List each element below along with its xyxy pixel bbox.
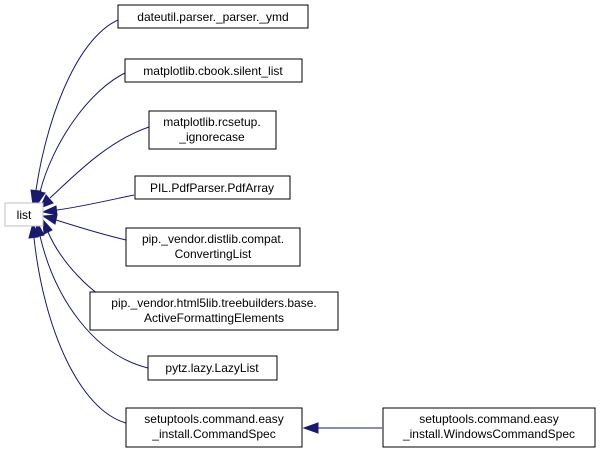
node-label-list: list xyxy=(17,208,32,222)
node-label-windowscommandspec-line2: _install.WindowsCommandSpec xyxy=(402,427,575,441)
edges xyxy=(28,16,382,434)
edge-silent-list-to-list xyxy=(34,71,128,208)
node-setuptools-windowscommandspec[interactable]: setuptools.command.easy _install.Windows… xyxy=(382,407,596,448)
node-list[interactable]: list xyxy=(4,202,44,227)
edge-dateutil-to-list xyxy=(30,16,128,207)
node-label-convertinglist-line1: pip._vendor.distlib.compat. xyxy=(142,232,284,246)
node-label-lazylist: pytz.lazy.LazyList xyxy=(165,361,259,375)
node-label-ignorecase-line2: _ignorecase xyxy=(178,130,245,144)
edge-commandspec-to-list xyxy=(28,221,127,424)
node-label-dateutil: dateutil.parser._parser._ymd xyxy=(137,10,288,24)
node-matplotlib-cbook-silent-list[interactable]: matplotlib.cbook.silent_list xyxy=(124,58,303,83)
node-label-pdfarray: PIL.PdfParser.PdfArray xyxy=(150,181,274,195)
node-label-windowscommandspec-line1: setuptools.command.easy xyxy=(419,412,558,426)
node-setuptools-commandspec[interactable]: setuptools.command.easy _install.Command… xyxy=(125,407,303,448)
edge-ignorecase-to-list xyxy=(39,126,150,209)
node-dateutil-parser-ymd[interactable]: dateutil.parser._parser._ymd xyxy=(117,4,309,29)
node-pip-distlib-convertinglist[interactable]: pip._vendor.distlib.compat. ConvertingLi… xyxy=(125,227,301,267)
edge-windowscommandspec-to-commandspec xyxy=(302,422,382,434)
node-label-commandspec-line2: _install.CommandSpec xyxy=(151,427,275,441)
edge-pdfarray-to-list xyxy=(41,194,135,216)
node-label-silent-list: matplotlib.cbook.silent_list xyxy=(143,64,283,78)
node-label-convertinglist-line2: ConvertingList xyxy=(175,247,252,261)
node-label-activeformatting-line2: ActiveFormattingElements xyxy=(144,311,284,325)
node-label-ignorecase-line1: matplotlib.rcsetup. xyxy=(163,115,260,129)
node-pil-pdfparser-pdfarray[interactable]: PIL.PdfParser.PdfArray xyxy=(134,175,291,200)
node-label-activeformatting-line1: pip._vendor.html5lib.treebuilders.base. xyxy=(111,296,316,310)
node-pip-html5lib-activeformattingelements[interactable]: pip._vendor.html5lib.treebuilders.base. … xyxy=(89,291,339,331)
node-pytz-lazy-lazylist[interactable]: pytz.lazy.LazyList xyxy=(147,355,278,381)
edge-convertinglist-to-list xyxy=(41,214,127,241)
node-label-commandspec-line1: setuptools.command.easy xyxy=(144,412,283,426)
node-matplotlib-rcsetup-ignorecase[interactable]: matplotlib.rcsetup. _ignorecase xyxy=(148,110,277,150)
